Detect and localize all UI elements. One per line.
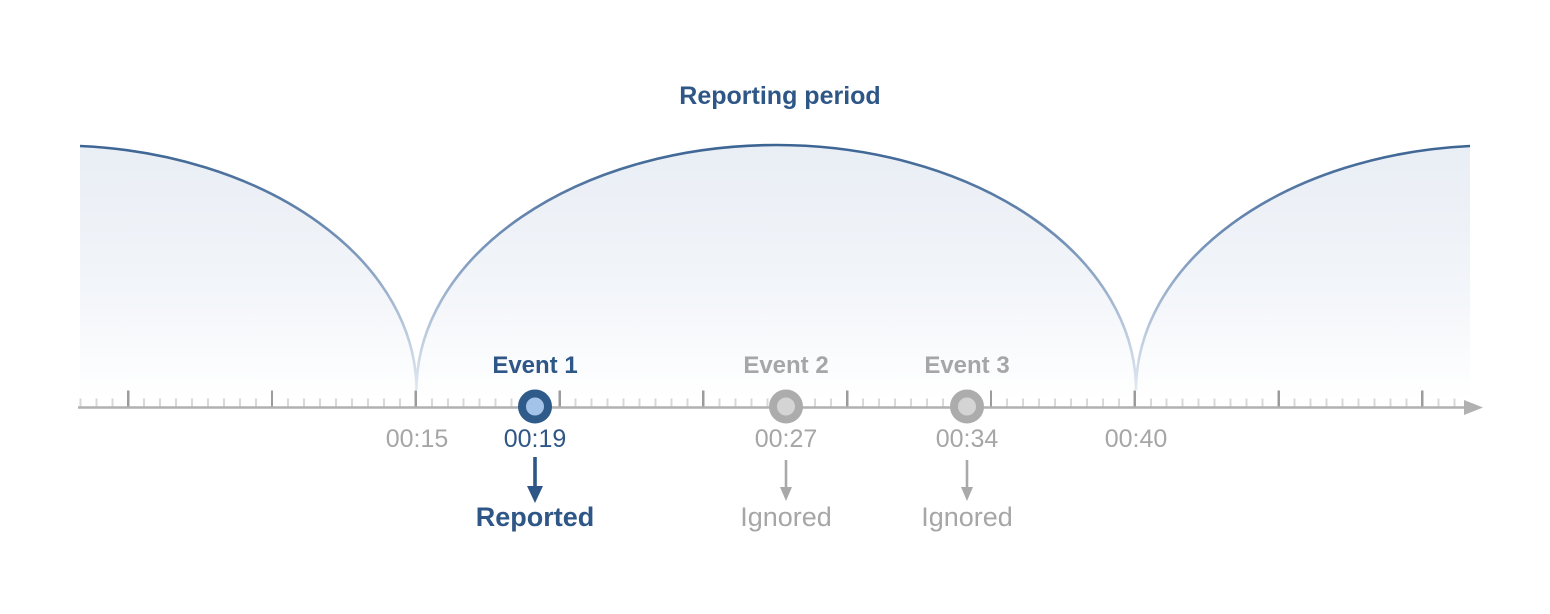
reporting-period-arcs-outline: [79, 143, 1471, 391]
event-2-marker: [769, 389, 803, 424]
event-2-label: Event 2: [743, 352, 829, 379]
event-2-time: 00:27: [754, 425, 818, 453]
event-3-time: 00:34: [935, 425, 999, 453]
event-1-label: Event 1: [492, 352, 578, 379]
diagram-title: Reporting period: [679, 82, 881, 110]
time-axis-arrowhead-icon: [1464, 400, 1483, 415]
axis-time-0040: 00:40: [1104, 425, 1168, 453]
event-3-status: Ignored: [921, 502, 1013, 532]
event-1-status: Reported: [475, 502, 595, 532]
event-1-time: 00:19: [503, 425, 567, 453]
event-3-label: Event 3: [924, 352, 1010, 379]
event-2-status: Ignored: [740, 502, 832, 532]
axis-time-0015: 00:15: [385, 425, 449, 453]
event-3-arrow-icon: [961, 460, 973, 501]
event-1-marker: [518, 389, 552, 424]
axis-ticks: [79, 390, 1456, 407]
reporting-period-arcs-fill: [80, 144, 1470, 404]
event-2-arrow-icon: [780, 460, 792, 501]
event-3-marker: [950, 389, 984, 424]
event-1-arrow-icon: [527, 457, 543, 503]
